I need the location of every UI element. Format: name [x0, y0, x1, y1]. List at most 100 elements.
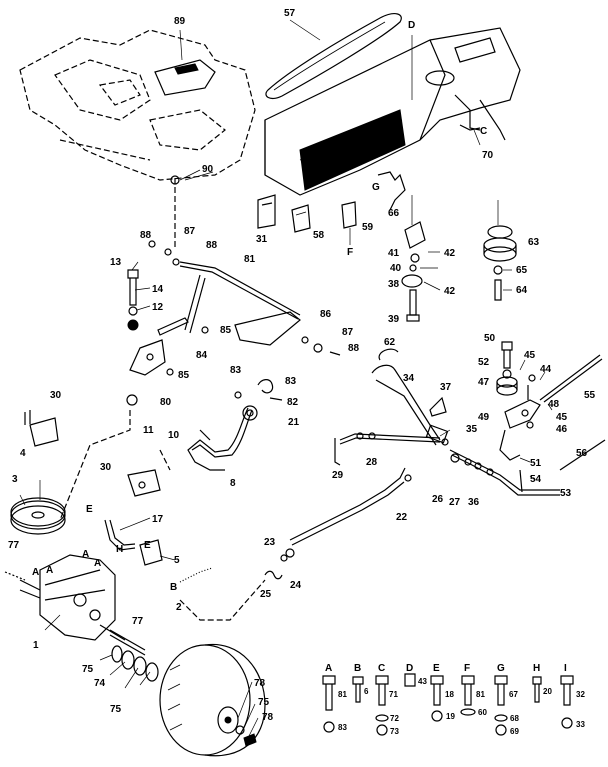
key-B: [352, 676, 364, 703]
callout-4: 4: [20, 448, 26, 459]
pin-85a: [201, 326, 209, 334]
pivot-assembly-50: [496, 341, 518, 396]
callout-35: 35: [466, 424, 478, 435]
fender-outline: [19, 29, 256, 250]
callout-3: 3: [12, 474, 18, 485]
bracket-30-lower: [127, 469, 161, 497]
callout-77a: 77: [8, 540, 20, 551]
bolt-13: [127, 269, 139, 306]
callout-56: 56: [576, 448, 588, 459]
callout-45a: 45: [524, 350, 536, 361]
callout-H: H: [116, 544, 123, 555]
callout-D: D: [408, 20, 415, 31]
callout-82: 82: [287, 397, 299, 408]
callout-37: 37: [440, 382, 452, 393]
key-bolt-A: 81: [338, 690, 347, 699]
callout-86: 86: [320, 309, 332, 320]
callout-labels: 89 57 90 70 C 31 58 59 66 G F 63 41 42 4…: [8, 8, 596, 723]
rod-81: [179, 261, 301, 346]
callout-90: 90: [202, 164, 214, 175]
rod-56: [559, 439, 606, 471]
key-bolt-G: 67: [509, 690, 518, 699]
callout-51: 51: [530, 458, 542, 469]
bracket-80: [129, 339, 166, 376]
key-washer-G: 68: [510, 714, 519, 723]
nut-12: [127, 319, 139, 331]
key-letter-B: B: [354, 663, 361, 674]
key-nut-E: 19: [446, 712, 455, 721]
key-bolt-H: 20: [543, 687, 552, 696]
callout-29: 29: [332, 470, 344, 481]
key-I: [560, 675, 574, 729]
key-letter-G: G: [497, 663, 505, 674]
callout-30b: 30: [100, 462, 112, 473]
key-D: [404, 673, 416, 687]
callout-34: 34: [403, 373, 415, 384]
drive-belt: [265, 13, 402, 100]
callout-64: 64: [516, 285, 528, 296]
callout-78a: 78: [254, 678, 266, 689]
washer-14: [128, 306, 138, 316]
key-letter-A: A: [325, 663, 332, 674]
callout-55: 55: [584, 390, 596, 401]
key-bolt-E: 18: [445, 690, 454, 699]
callout-80: 80: [160, 397, 172, 408]
wheel: [159, 643, 266, 757]
callout-28: 28: [366, 457, 378, 468]
callout-85a: 85: [220, 325, 232, 336]
callout-83b: 83: [285, 376, 297, 387]
callout-44: 44: [540, 364, 552, 375]
callout-A2: A: [46, 565, 53, 576]
key-nut-I: 33: [576, 720, 585, 729]
callout-77b: 77: [132, 616, 144, 627]
pin-77a: [4, 571, 26, 581]
small-hardware-upper: [148, 240, 341, 356]
callout-E1: E: [86, 504, 93, 515]
callout-27: 27: [449, 497, 461, 508]
key-letter-H: H: [533, 663, 540, 674]
arm-49: [499, 399, 541, 461]
callout-53: 53: [560, 488, 572, 499]
shift-lever-34: [371, 348, 449, 446]
key-letter-I: I: [564, 663, 567, 674]
callout-87a: 87: [184, 226, 196, 237]
key-bolt-D: 43: [418, 677, 427, 686]
callout-C: C: [480, 126, 487, 137]
spring-25: [264, 548, 295, 580]
callout-A1: A: [32, 567, 39, 578]
callout-75a: 75: [82, 664, 94, 675]
callout-22: 22: [396, 512, 408, 523]
bracket-5: [139, 539, 163, 566]
key-letter-C: C: [378, 663, 385, 674]
key-letter-E: E: [433, 663, 440, 674]
callout-A3: A: [82, 549, 89, 560]
callout-17: 17: [152, 514, 164, 525]
fastener-90: [170, 175, 180, 185]
pulley-4: [10, 497, 66, 535]
callout-42a: 42: [444, 248, 456, 259]
callout-48: 48: [548, 399, 560, 410]
spring-82: [257, 379, 283, 401]
callout-75c: 75: [258, 697, 270, 708]
hub-hardware: [235, 725, 257, 747]
key-H: [532, 676, 542, 703]
callout-26: 26: [432, 494, 444, 505]
callout-75b: 75: [110, 704, 122, 715]
key-G: [494, 675, 508, 736]
key-bolt-I: 32: [576, 690, 585, 699]
callout-88a: 88: [140, 230, 152, 241]
axle-washers: [111, 645, 159, 682]
callout-B: B: [170, 582, 177, 593]
callout-57: 57: [284, 8, 296, 19]
key-nut-G: 69: [510, 727, 519, 736]
bracket-66: [377, 171, 406, 211]
callout-A4: A: [94, 558, 101, 569]
key-letter-F: F: [464, 663, 470, 674]
key-washer-C: 72: [390, 714, 399, 723]
callout-42b: 42: [444, 286, 456, 297]
callout-81: 81: [244, 254, 256, 265]
leader-lines: [19, 129, 553, 739]
rod-22: [289, 467, 412, 546]
callout-2: 2: [176, 602, 182, 613]
